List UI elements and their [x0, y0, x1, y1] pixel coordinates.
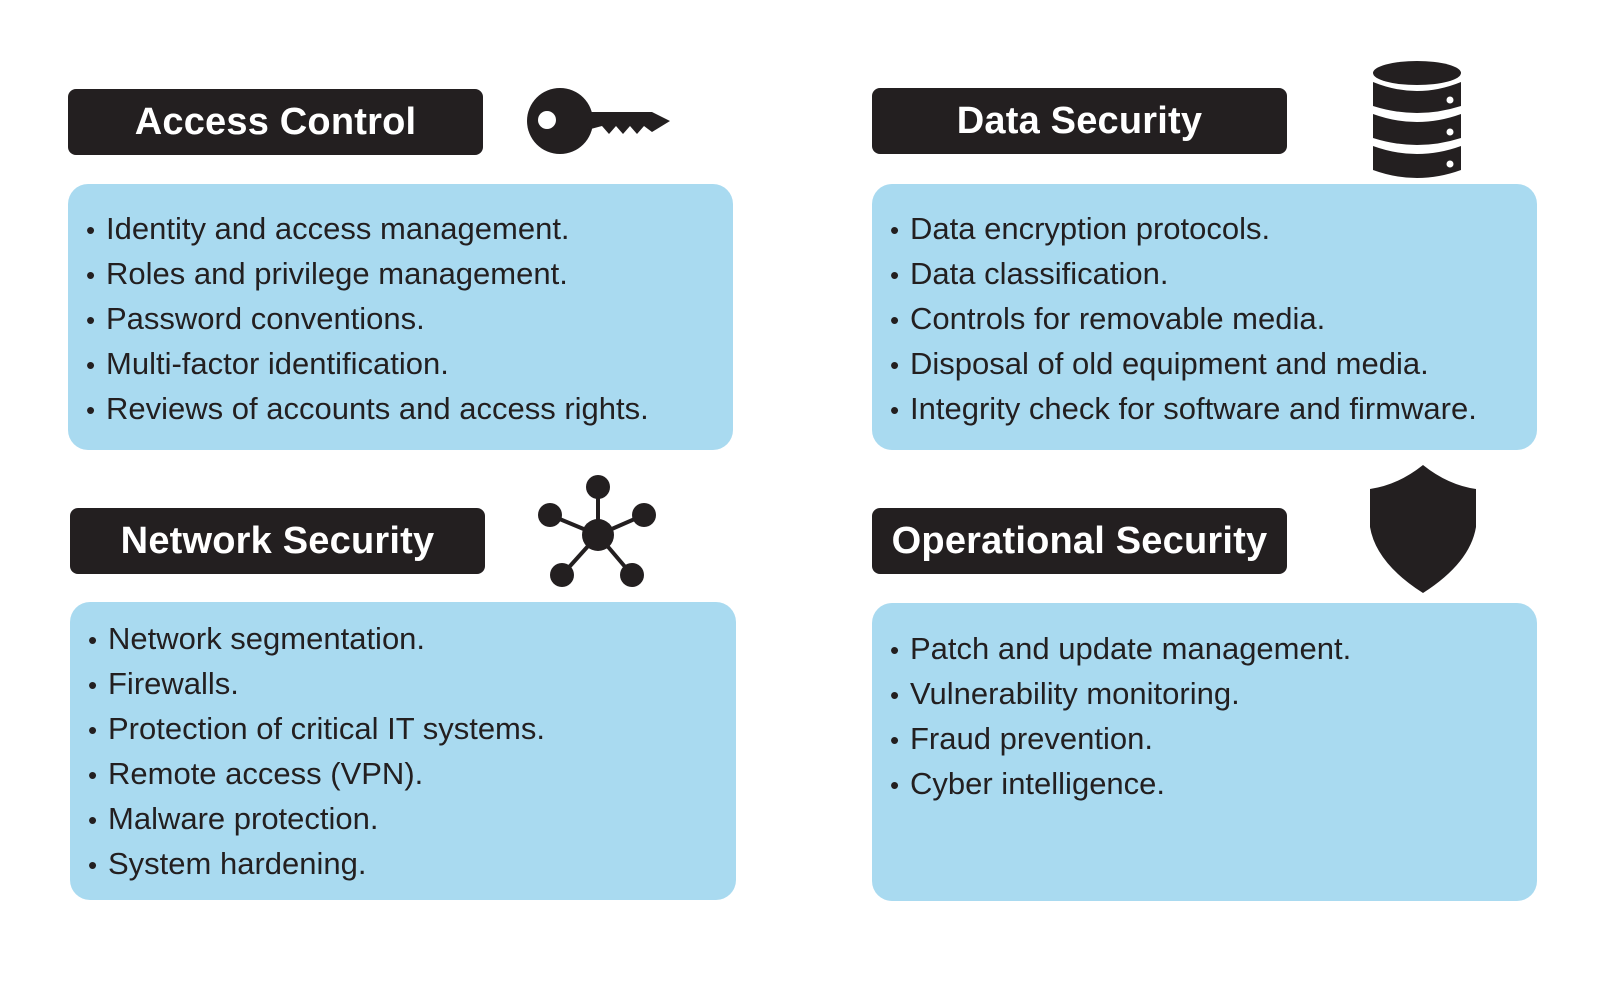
- bullet: •: [88, 760, 98, 790]
- bullet: •: [86, 395, 96, 425]
- bullet: •: [86, 305, 96, 335]
- list-item: • Remote access (VPN).: [88, 752, 736, 797]
- bullet: •: [86, 350, 96, 380]
- bullet: •: [88, 670, 98, 700]
- access-control-panel: • Identity and access management. • Roles …: [68, 184, 733, 450]
- list-item: • Network segmentation.: [88, 617, 736, 662]
- list-item-text: Cyber intelligence.: [910, 766, 1166, 801]
- list-item: • Reviews of accounts and access rights.: [86, 387, 733, 432]
- list-item-text: System hardening.: [108, 846, 367, 881]
- bullet: •: [890, 770, 900, 800]
- bullet: •: [86, 215, 96, 245]
- list-item-text: Data encryption protocols.: [910, 211, 1271, 246]
- list-item: • Cyber intelligence.: [890, 762, 1537, 807]
- bullet: •: [86, 260, 96, 290]
- bullet: •: [88, 850, 98, 880]
- network-security-list: • Network segmentation. • Firewalls. • Prot…: [88, 617, 736, 887]
- list-item: • Controls for removable media.: [890, 297, 1537, 342]
- network-security-panel: • Network segmentation. • Firewalls. • Prot…: [70, 602, 736, 900]
- bullet: •: [88, 625, 98, 655]
- network-security-title: Network Security: [70, 508, 485, 574]
- list-item: • Patch and update management.: [890, 627, 1537, 672]
- bullet: •: [890, 680, 900, 710]
- list-item-text: Reviews of accounts and access rights.: [106, 391, 649, 426]
- data-security-title: Data Security: [872, 88, 1287, 154]
- bullet: •: [890, 395, 900, 425]
- list-item: • Protection of critical IT systems.: [88, 707, 736, 752]
- list-item: • Fraud prevention.: [890, 717, 1537, 762]
- list-item: • Disposal of old equipment and media.: [890, 342, 1537, 387]
- list-item: • Integrity check for software and firmwa…: [890, 387, 1537, 432]
- bullet: •: [890, 260, 900, 290]
- bullet: •: [890, 725, 900, 755]
- list-item-text: Controls for removable media.: [910, 301, 1326, 336]
- list-item: • Password conventions.: [86, 297, 733, 342]
- bullet: •: [890, 635, 900, 665]
- operational-security-panel: • Patch and update management. • Vulnerabi…: [872, 603, 1537, 901]
- list-item-text: Remote access (VPN).: [108, 756, 424, 791]
- operational-security-list: • Patch and update management. • Vulnerabi…: [890, 627, 1537, 807]
- network-icon: [538, 475, 656, 587]
- list-item: • Roles and privilege management.: [86, 252, 733, 297]
- bullet: •: [88, 805, 98, 835]
- access-control-title: Access Control: [68, 89, 483, 155]
- list-item-text: Firewalls.: [108, 666, 239, 701]
- list-item: • Vulnerability monitoring.: [890, 672, 1537, 717]
- data-security-list: • Data encryption protocols. • Data classi…: [890, 207, 1537, 432]
- list-item-text: Network segmentation.: [108, 621, 426, 656]
- list-item-text: Multi-factor identification.: [106, 346, 449, 381]
- list-item-text: Identity and access management.: [106, 211, 570, 246]
- list-item-text: Protection of critical IT systems.: [108, 711, 545, 746]
- list-item-text: Malware protection.: [108, 801, 379, 836]
- list-item-text: Integrity check for software and firmwar…: [910, 391, 1477, 426]
- key-icon: [527, 88, 670, 154]
- list-item-text: Fraud prevention.: [910, 721, 1153, 756]
- list-item: • Multi-factor identification.: [86, 342, 733, 387]
- list-item-text: Patch and update management.: [910, 631, 1352, 666]
- list-item-text: Vulnerability monitoring.: [910, 676, 1240, 711]
- list-item: • Firewalls.: [88, 662, 736, 707]
- list-item: • System hardening.: [88, 842, 736, 887]
- bullet: •: [88, 715, 98, 745]
- bullet: •: [890, 350, 900, 380]
- operational-security-title: Operational Security: [872, 508, 1287, 574]
- list-item-text: Roles and privilege management.: [106, 256, 568, 291]
- list-item-text: Data classification.: [910, 256, 1169, 291]
- list-item: • Data encryption protocols.: [890, 207, 1537, 252]
- list-item: • Malware protection.: [88, 797, 736, 842]
- database-icon: [1373, 61, 1461, 178]
- list-item: • Identity and access management.: [86, 207, 733, 252]
- bullet: •: [890, 305, 900, 335]
- list-item-text: Disposal of old equipment and media.: [910, 346, 1429, 381]
- shield-icon: [1370, 465, 1476, 593]
- bullet: •: [890, 215, 900, 245]
- list-item: • Data classification.: [890, 252, 1537, 297]
- list-item-text: Password conventions.: [106, 301, 425, 336]
- access-control-list: • Identity and access management. • Roles …: [86, 207, 733, 432]
- data-security-panel: • Data encryption protocols. • Data classi…: [872, 184, 1537, 450]
